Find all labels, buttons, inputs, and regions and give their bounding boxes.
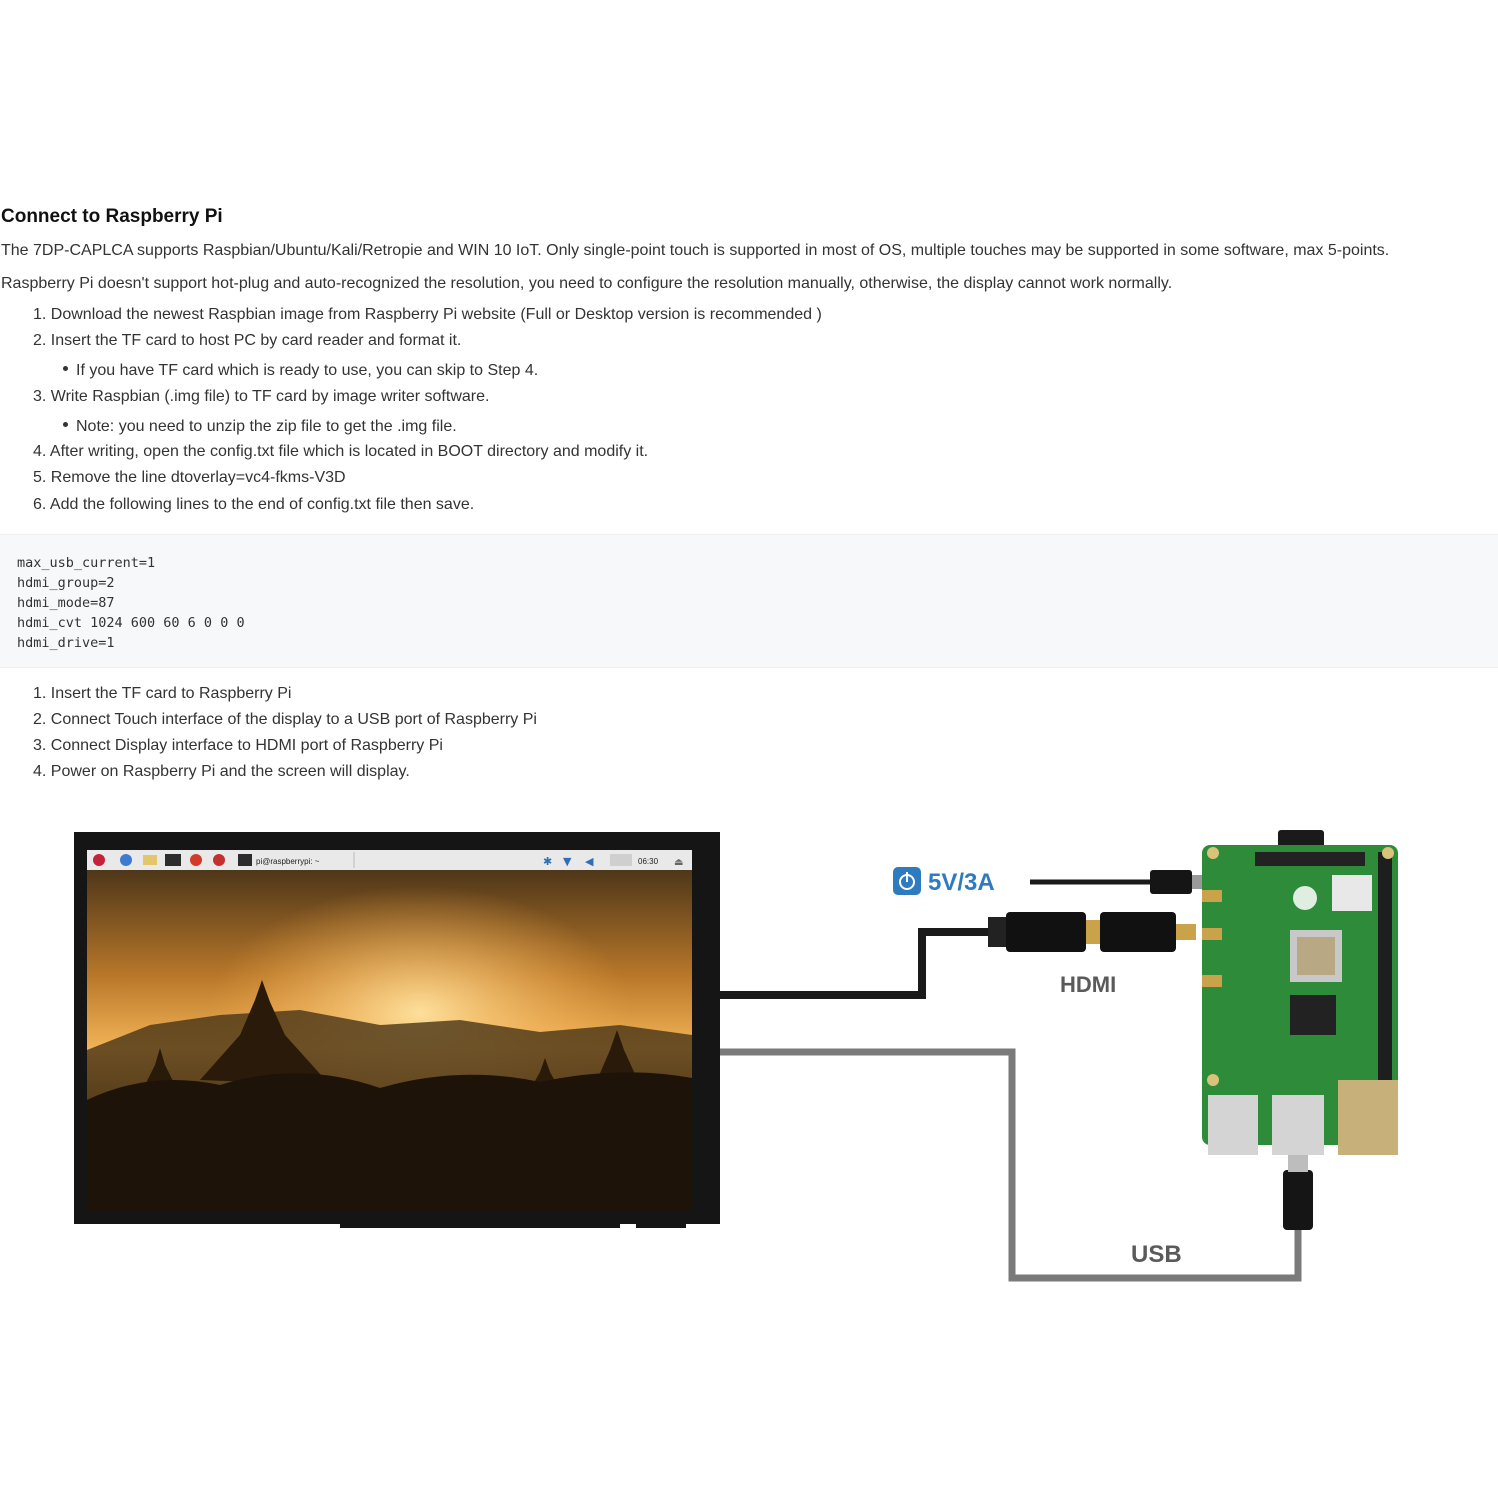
code-line: hdmi_cvt 1024 600 60 6 0 0 0 — [17, 615, 245, 631]
list-item: 3. Connect Display interface to HDMI por… — [33, 737, 443, 754]
hdmi-label: HDMI — [1060, 972, 1116, 997]
usb-plug — [1283, 1170, 1313, 1230]
usb-port — [1272, 1095, 1324, 1155]
step3-note: Note: you need to unzip the zip file to … — [63, 418, 457, 436]
browser-icon[interactable] — [120, 854, 132, 866]
step3-note-text: Note: you need to unzip the zip file to … — [76, 418, 457, 435]
terminal-task-icon — [238, 854, 252, 866]
code-line: hdmi_drive=1 — [17, 635, 115, 651]
raspberry-logo-icon — [1293, 886, 1317, 910]
section-heading: Connect to Raspberry Pi — [1, 206, 223, 227]
taskbar-terminal-label[interactable]: pi@raspberrypi: ~ — [256, 857, 320, 866]
app-icon[interactable] — [190, 854, 202, 866]
power-cable: 5V/3A — [893, 867, 1206, 896]
list-item: 6. Add the following lines to the end of… — [33, 496, 475, 513]
connection-diagram: pi@raspberrypi: ~ ✱ ▼ ◀ 06:30 ⏏ HDMI — [0, 820, 1498, 1300]
power-label: 5V/3A — [928, 869, 995, 896]
taskbar-clock: 06:30 — [638, 857, 659, 866]
list-item: 2. Connect Touch interface of the displa… — [33, 711, 537, 728]
bullet-icon — [63, 366, 68, 372]
list-item: 4. Power on Raspberry Pi and the screen … — [33, 763, 410, 780]
list-item: 3. Write Raspbian (.img file) to TF card… — [33, 388, 490, 405]
code-text: max_usb_current=1 hdmi_group=2 hdmi_mode… — [17, 553, 245, 653]
eject-icon[interactable]: ⏏ — [674, 857, 683, 868]
code-line: hdmi_mode=87 — [17, 595, 115, 611]
usb-c-plug — [1150, 870, 1192, 894]
volume-icon[interactable]: ◀ — [585, 855, 594, 868]
step2-note: If you have TF card which is ready to us… — [63, 362, 538, 380]
list-item: 4. After writing, open the config.txt fi… — [33, 443, 649, 460]
gpio-header — [1378, 852, 1392, 1112]
bluetooth-icon[interactable]: ✱ — [543, 855, 552, 868]
list-item: 5. Remove the line dtoverlay=vc4-fkms-V3… — [33, 469, 346, 486]
usb-label: USB — [1131, 1241, 1182, 1268]
list-item: 2. Insert the TF card to host PC by card… — [33, 332, 462, 349]
bullet-icon — [63, 422, 68, 428]
code-line: hdmi_group=2 — [17, 575, 115, 591]
raspberry-menu-icon[interactable] — [93, 854, 105, 866]
cpu-monitor-icon — [610, 854, 632, 866]
intro-paragraph-support: The 7DP-CAPLCA supports Raspbian/Ubuntu/… — [1, 242, 1390, 259]
list-item: 1. Download the newest Raspbian image fr… — [33, 306, 822, 323]
list-item: 1. Insert the TF card to Raspberry Pi — [33, 685, 292, 702]
ethernet-port — [1338, 1080, 1398, 1155]
hdmi-cable: HDMI — [720, 912, 1196, 999]
folder-icon[interactable] — [143, 855, 157, 865]
hdmi-plug — [1006, 912, 1086, 952]
display-monitor: pi@raspberrypi: ~ ✱ ▼ ◀ 06:30 ⏏ — [74, 832, 720, 1228]
intro-paragraph-hotplug: Raspberry Pi doesn't support hot-plug an… — [1, 275, 1173, 292]
terminal-icon[interactable] — [165, 854, 181, 866]
code-line: max_usb_current=1 — [17, 555, 156, 571]
app-icon[interactable] — [213, 854, 225, 866]
wifi-icon[interactable]: ▼ — [563, 855, 572, 868]
raspberry-pi-board — [1202, 830, 1398, 1155]
usb-port — [1208, 1095, 1258, 1155]
diagram-illustration: pi@raspberrypi: ~ ✱ ▼ ◀ 06:30 ⏏ HDMI — [74, 830, 1398, 1282]
micro-hdmi-adapter — [1100, 912, 1176, 952]
usb-cable: USB — [720, 1048, 1313, 1282]
temple-silhouette — [200, 980, 330, 1085]
step2-note-text: If you have TF card which is ready to us… — [76, 362, 539, 379]
config-code-block: max_usb_current=1 hdmi_group=2 hdmi_mode… — [0, 534, 1498, 668]
